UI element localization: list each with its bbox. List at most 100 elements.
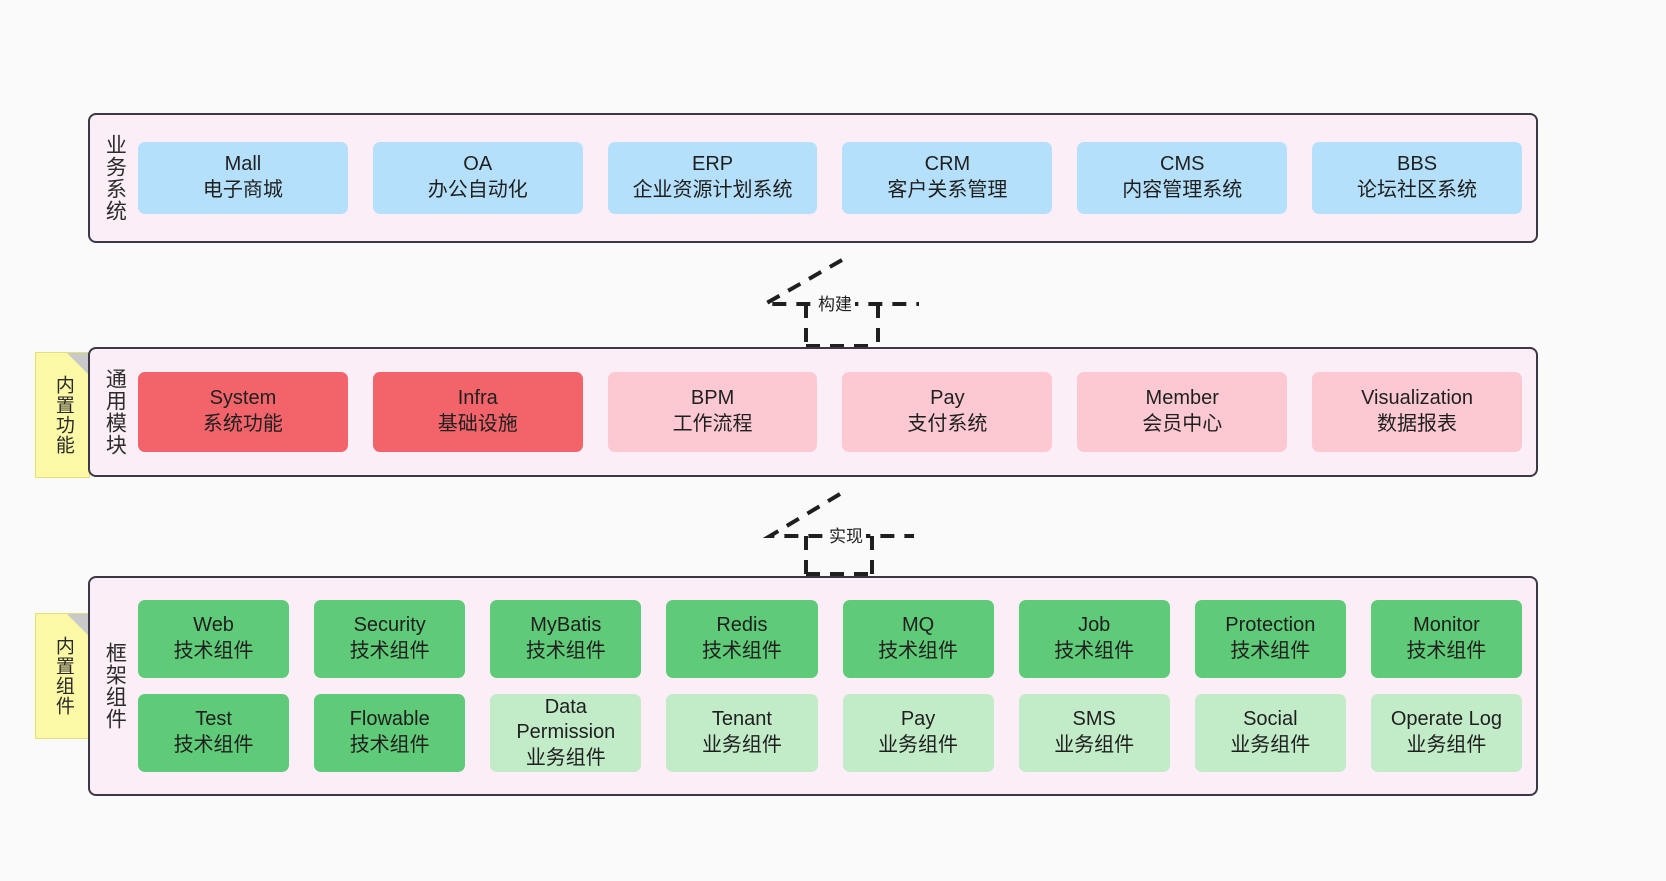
card-subtitle: 技术组件 (349, 640, 430, 662)
layer-title-common-modules: 通用模块 (103, 368, 127, 456)
connector-build-arrow (757, 258, 919, 348)
card-subtitle: 技术组件 (349, 734, 430, 756)
card-title: BBS (1397, 153, 1438, 176)
card-title: Redis (716, 614, 768, 637)
card-visualization[interactable]: Visualization 数据报表 (1312, 372, 1522, 452)
card-title: Mall (224, 153, 262, 176)
card-mq[interactable]: MQ 技术组件 (842, 600, 994, 678)
card-operate-log[interactable]: Operate Log 业务组件 (1370, 694, 1522, 772)
card-title: CRM (924, 153, 971, 176)
card-subtitle: 业务组件 (1406, 734, 1487, 756)
card-job[interactable]: Job 技术组件 (1018, 600, 1170, 678)
layer-body-common-modules: System 系统功能 Infra 基础设施 BPM 工作流程 Pay 支付系统… (138, 349, 1536, 475)
card-subtitle: 办公自动化 (427, 179, 528, 201)
note-label: 内置组件 (52, 636, 74, 716)
card-title: Protection (1225, 614, 1316, 637)
note-built-in-components: 内置组件 (35, 613, 90, 739)
card-title: System (209, 387, 277, 410)
card-title: Pay (900, 708, 936, 731)
connector-implement: 实现 (762, 492, 943, 577)
card-subtitle: 基础设施 (437, 413, 518, 435)
card-title: OA (463, 153, 493, 176)
card-mall[interactable]: Mall 电子商城 (138, 142, 348, 214)
card-title: Operate Log (1390, 708, 1503, 731)
card-pay[interactable]: Pay 支付系统 (842, 372, 1053, 452)
layer-common-modules: 通用模块 System 系统功能 Infra 基础设施 BPM 工作流程 Pay… (88, 347, 1538, 477)
note-fold-corner-icon (67, 353, 89, 375)
card-test[interactable]: Test 技术组件 (138, 694, 290, 772)
connector-implement-arrow (762, 492, 914, 576)
card-title: Flowable (349, 708, 430, 731)
card-pay-business[interactable]: Pay 业务组件 (842, 694, 994, 772)
card-title: SMS (1072, 708, 1116, 731)
card-infra[interactable]: Infra 基础设施 (372, 372, 583, 452)
card-row: Test 技术组件 Flowable 技术组件 Data Permission … (138, 694, 1522, 772)
card-row: Mall 电子商城 OA 办公自动化 ERP 企业资源计划系统 CRM 客户关系… (138, 142, 1522, 214)
card-title: Visualization (1361, 387, 1474, 410)
card-title: BPM (690, 387, 735, 410)
card-oa[interactable]: OA 办公自动化 (372, 142, 583, 214)
note-fold-corner-icon (67, 614, 89, 636)
card-subtitle: 技术组件 (1054, 640, 1135, 662)
card-subtitle: 数据报表 (1377, 413, 1458, 435)
card-title: ERP (692, 153, 734, 176)
card-title: Member (1145, 387, 1219, 410)
card-redis[interactable]: Redis 技术组件 (666, 600, 818, 678)
card-subtitle: 技术组件 (1230, 640, 1311, 662)
card-subtitle: 技术组件 (1406, 640, 1487, 662)
card-security[interactable]: Security 技术组件 (314, 600, 466, 678)
card-subtitle: 电子商城 (202, 179, 283, 201)
card-title: Data Permission (516, 695, 616, 744)
card-subtitle: 技术组件 (878, 640, 959, 662)
card-title: Job (1078, 614, 1111, 637)
card-crm[interactable]: CRM 客户关系管理 (842, 142, 1053, 214)
layer-title-business-system: 业务系统 (103, 134, 127, 222)
note-built-in-functions: 内置功能 (35, 352, 90, 478)
connector-implement-label: 实现 (826, 522, 866, 547)
card-mybatis[interactable]: MyBatis 技术组件 (490, 600, 642, 678)
card-member[interactable]: Member 会员中心 (1077, 372, 1288, 452)
layer-title-framework-components: 框架组件 (103, 642, 127, 730)
card-title: Infra (457, 387, 498, 410)
card-subtitle: 工作流程 (672, 413, 753, 435)
card-title: MyBatis (530, 614, 602, 637)
connector-build: 构建 (755, 258, 930, 348)
layer-framework-components: 框架组件 Web 技术组件 Security 技术组件 MyBatis 技术组件… (88, 576, 1538, 796)
card-row: Web 技术组件 Security 技术组件 MyBatis 技术组件 Redi… (138, 600, 1522, 678)
card-subtitle: 会员中心 (1142, 413, 1223, 435)
card-sms[interactable]: SMS 业务组件 (1018, 694, 1170, 772)
card-subtitle: 业务组件 (1054, 734, 1135, 756)
card-subtitle: 技术组件 (525, 640, 606, 662)
card-tenant[interactable]: Tenant 业务组件 (666, 694, 818, 772)
card-subtitle: 内容管理系统 (1122, 179, 1243, 201)
card-title: Security (353, 614, 426, 637)
note-label: 内置功能 (52, 375, 74, 455)
card-subtitle: 技术组件 (173, 734, 254, 756)
layer-body-business-system: Mall 电子商城 OA 办公自动化 ERP 企业资源计划系统 CRM 客户关系… (138, 115, 1536, 241)
card-subtitle: 系统功能 (202, 413, 283, 435)
card-bpm[interactable]: BPM 工作流程 (607, 372, 818, 452)
card-erp[interactable]: ERP 企业资源计划系统 (607, 142, 818, 214)
card-subtitle: 业务组件 (701, 734, 782, 756)
card-web[interactable]: Web 技术组件 (138, 600, 290, 678)
card-subtitle: 企业资源计划系统 (632, 179, 793, 201)
card-system[interactable]: System 系统功能 (138, 372, 348, 452)
card-title: CMS (1160, 153, 1205, 176)
card-monitor[interactable]: Monitor 技术组件 (1370, 600, 1522, 678)
card-bbs[interactable]: BBS 论坛社区系统 (1312, 142, 1522, 214)
card-cms[interactable]: CMS 内容管理系统 (1077, 142, 1288, 214)
card-data-permission[interactable]: Data Permission 业务组件 (490, 694, 642, 772)
card-subtitle: 论坛社区系统 (1357, 179, 1478, 201)
card-title: Web (193, 614, 234, 637)
card-subtitle: 技术组件 (701, 640, 782, 662)
card-title: Monitor (1413, 614, 1480, 637)
card-social[interactable]: Social 业务组件 (1194, 694, 1346, 772)
card-flowable[interactable]: Flowable 技术组件 (314, 694, 466, 772)
layer-business-system: 业务系统 Mall 电子商城 OA 办公自动化 ERP 企业资源计划系统 CRM… (88, 113, 1538, 243)
connector-build-label: 构建 (815, 290, 855, 315)
card-subtitle: 技术组件 (173, 640, 254, 662)
card-title: Pay (930, 387, 965, 410)
card-protection[interactable]: Protection 技术组件 (1194, 600, 1346, 678)
card-title: MQ (901, 614, 935, 637)
